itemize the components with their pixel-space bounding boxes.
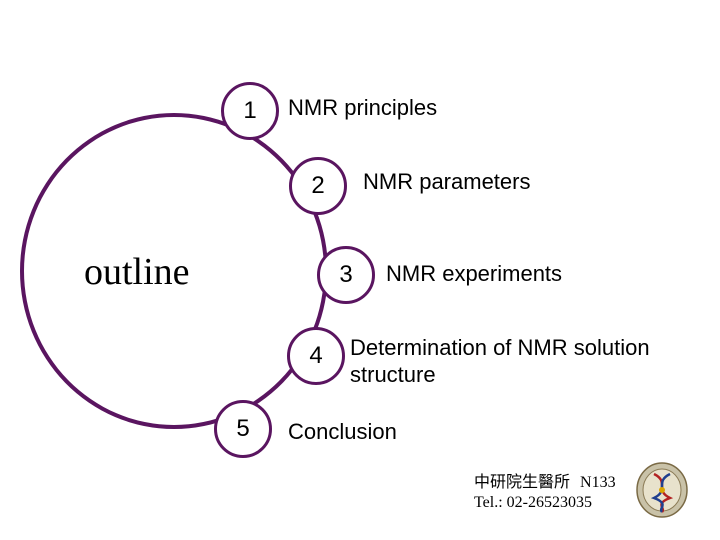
footer-phone: Tel.: 02-26523035	[474, 494, 592, 511]
item-1-number: 1	[221, 82, 279, 140]
footer-institute-name: 中研院生醫所	[474, 474, 571, 491]
item-1-label: NMR principles	[288, 95, 438, 120]
item-4-label-line1: Determination of NMR solution	[350, 335, 650, 360]
item-3-label: NMR experiments	[386, 261, 563, 286]
item-4-label-line2: structure	[350, 362, 436, 387]
item-3-number: 3	[317, 246, 375, 304]
item-5-label: Conclusion	[288, 419, 397, 444]
footer-line1: 中研院生醫所 N133	[474, 473, 616, 493]
item-2-number: 2	[289, 157, 347, 215]
outline-title: outline	[84, 251, 190, 293]
item-4-number: 4	[287, 327, 345, 385]
item-5-number: 5	[214, 400, 272, 458]
footer-code: N133	[580, 474, 616, 491]
item-2-label: NMR parameters	[363, 169, 531, 194]
institute-seal-icon	[636, 462, 688, 518]
item-4-label: Determination of NMR solution structure	[350, 334, 650, 388]
